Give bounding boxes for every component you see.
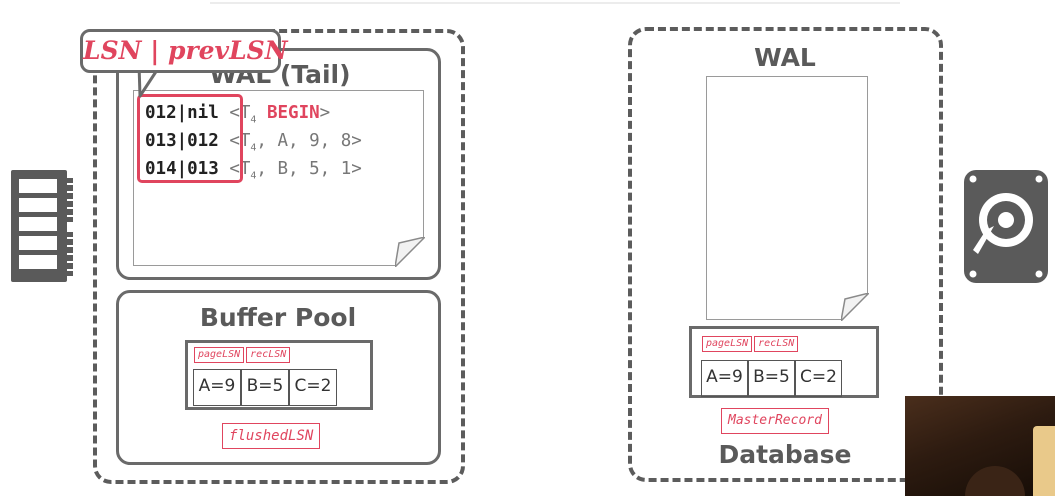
lsn-highlight <box>137 94 243 183</box>
page-cell: A=9 <box>701 360 748 397</box>
video-figure <box>965 466 1025 496</box>
video-highlight <box>1033 426 1055 496</box>
rec-lsn-label: recLSN <box>246 347 291 363</box>
database-title: Database <box>718 440 852 469</box>
buffer-pool-title: Buffer Pool <box>199 303 357 332</box>
speaker-video-inset <box>905 396 1055 496</box>
lsn-prevlsn-callout: LSN | prevLSN <box>80 29 288 73</box>
hard-drive-icon <box>964 170 1048 283</box>
page-cell: A=9 <box>193 369 241 406</box>
page-cells: A=9 B=5 C=2 <box>193 369 337 406</box>
rec-lsn-label: recLSN <box>754 336 799 352</box>
ram-chip-icon <box>11 170 75 282</box>
log-lsn: 014|013 <box>145 159 219 179</box>
log-record-text: <T4, A, 9, 8> <box>229 131 362 154</box>
page-cell: C=2 <box>289 369 337 406</box>
top-divider <box>210 2 900 4</box>
page-cell: B=5 <box>748 360 795 397</box>
log-record-text: <T4 BEGIN> <box>229 103 331 126</box>
log-record: 013|012 <T4, A, 9, 8> <box>145 128 362 162</box>
page-lsn-label: pageLSN <box>194 347 245 363</box>
flushed-lsn-label: flushedLSN <box>222 423 321 449</box>
buffer-page: pageLSN recLSN A=9 B=5 C=2 <box>185 340 373 410</box>
memory-container <box>93 29 465 484</box>
disk-wal-page <box>706 76 869 321</box>
log-lsn: 013|012 <box>145 131 219 151</box>
log-record: 012|nil <T4 BEGIN> <box>145 100 330 134</box>
master-record-label: MasterRecord <box>721 408 829 434</box>
log-lsn: 012|nil <box>145 103 219 123</box>
disk-container <box>628 27 943 482</box>
log-record-text: <T4, B, 5, 1> <box>229 159 362 182</box>
page-cells: A=9 B=5 C=2 <box>701 360 842 397</box>
disk-page: pageLSN recLSN A=9 B=5 C=2 <box>689 326 879 398</box>
page-cell: C=2 <box>795 360 842 397</box>
disk-wal-title: WAL <box>754 43 816 72</box>
wal-tail-page <box>133 90 425 267</box>
page-lsn-label: pageLSN <box>702 336 753 352</box>
log-record: 014|013 <T4, B, 5, 1> <box>145 156 362 190</box>
page-cell: B=5 <box>241 369 289 406</box>
